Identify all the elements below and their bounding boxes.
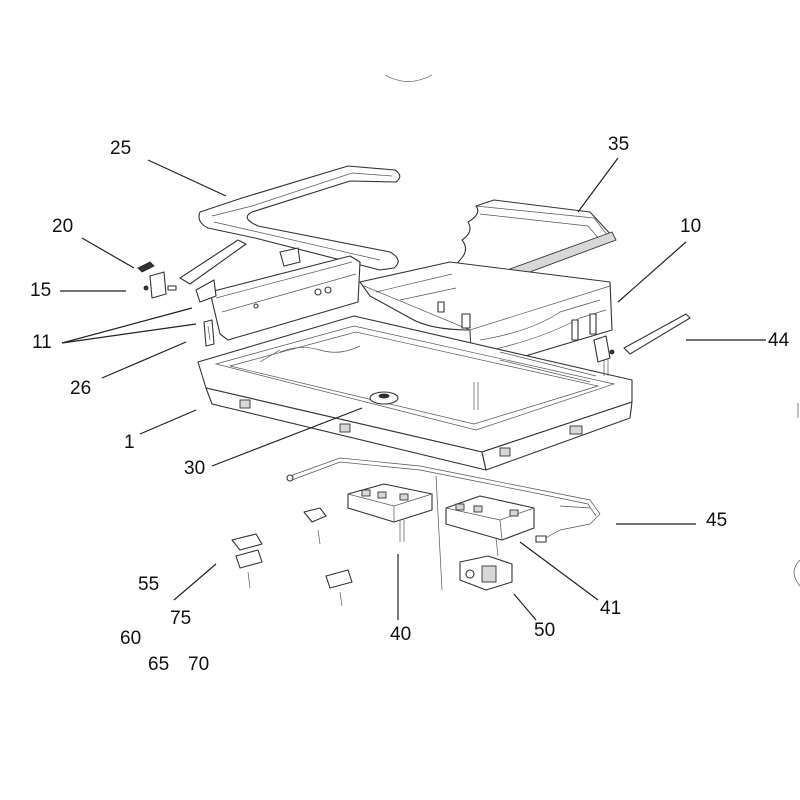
callout-20: 20 <box>52 216 73 237</box>
leader-55 <box>173 563 217 601</box>
leader-50 <box>513 593 537 621</box>
callout-10: 10 <box>680 216 701 237</box>
callout-1: 1 <box>124 432 135 453</box>
parts-clips-and-screws <box>231 507 353 607</box>
leader-11a <box>61 307 193 344</box>
leader-1 <box>139 409 197 435</box>
leader-20 <box>81 237 135 269</box>
part-40-control-housing <box>347 483 433 542</box>
top-arc <box>384 74 433 82</box>
callout-60: 60 <box>120 628 141 649</box>
part-41-control-housing <box>445 495 535 557</box>
callout-75: 75 <box>170 608 191 629</box>
callout-55: 55 <box>138 574 159 595</box>
part-10-inner-tray <box>359 261 613 373</box>
callout-41: 41 <box>600 598 621 619</box>
callout-labels: 25 20 15 11 26 1 30 35 10 44 45 41 50 40… <box>30 134 790 675</box>
leader-26 <box>101 341 187 379</box>
part-44-hinge-rod <box>593 313 691 363</box>
callout-70: 70 <box>188 654 209 675</box>
edge-arc-right <box>793 559 800 587</box>
leader-lines <box>60 157 766 621</box>
callout-44: 44 <box>768 330 790 351</box>
part-1-base-tray <box>197 315 633 471</box>
part-30-drain <box>369 391 399 405</box>
part-25-frame-bar <box>198 165 401 271</box>
leader-35 <box>577 157 619 213</box>
callout-30: 30 <box>184 458 205 479</box>
callout-65: 65 <box>148 654 169 675</box>
part-11-rear-panel <box>179 239 361 341</box>
callout-26: 26 <box>70 378 91 399</box>
part-45-cable <box>286 457 601 543</box>
callout-40: 40 <box>390 624 411 645</box>
callout-15: 15 <box>30 280 51 301</box>
callout-25: 25 <box>110 138 131 159</box>
reference-line <box>435 475 443 591</box>
callout-50: 50 <box>534 620 555 641</box>
leader-10 <box>617 241 687 303</box>
callout-35: 35 <box>608 134 629 155</box>
part-20-latch <box>137 261 155 273</box>
leader-41 <box>519 541 599 601</box>
callout-45: 45 <box>706 510 727 531</box>
leader-25 <box>147 159 227 197</box>
leader-11b <box>61 323 197 344</box>
leader-30 <box>211 407 363 467</box>
part-26-strip <box>203 319 215 347</box>
part-15-latch-bracket <box>143 271 177 299</box>
part-50-solenoid <box>459 555 513 591</box>
callout-11: 11 <box>32 332 52 353</box>
